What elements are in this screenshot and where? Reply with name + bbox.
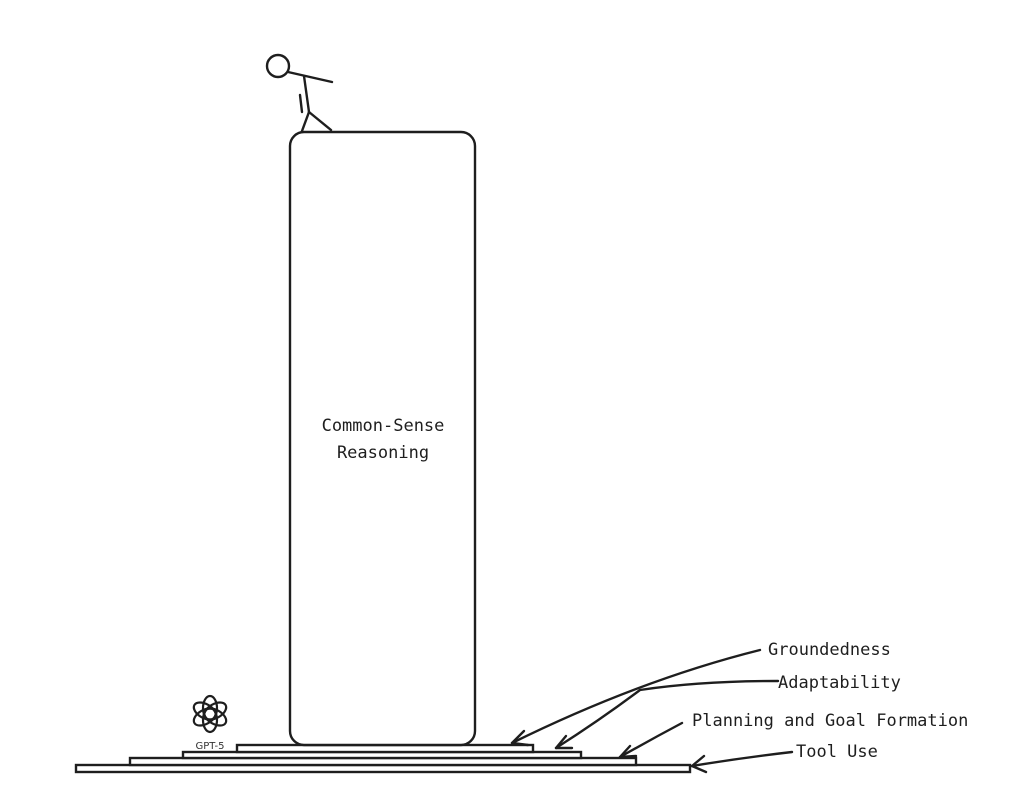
tower-label-line2: Reasoning [337,443,429,463]
tower-label-line1: Common-Sense [322,416,445,436]
adaptability-arrow [554,679,780,750]
model-name: GPT-5 [196,741,225,752]
openai-logo-icon [192,694,228,734]
stick-figure-icon [265,53,334,133]
annotation-groundedness: Groundedness [768,640,891,660]
common-sense-tower [288,130,477,747]
planning-arrow [618,721,684,759]
annotation-planning: Planning and Goal Formation [692,711,968,731]
annotation-tool-use: Tool Use [796,742,878,762]
tool-use-arrow [690,750,794,774]
groundedness-arrow [510,648,762,747]
annotation-adaptability: Adaptability [778,673,901,693]
